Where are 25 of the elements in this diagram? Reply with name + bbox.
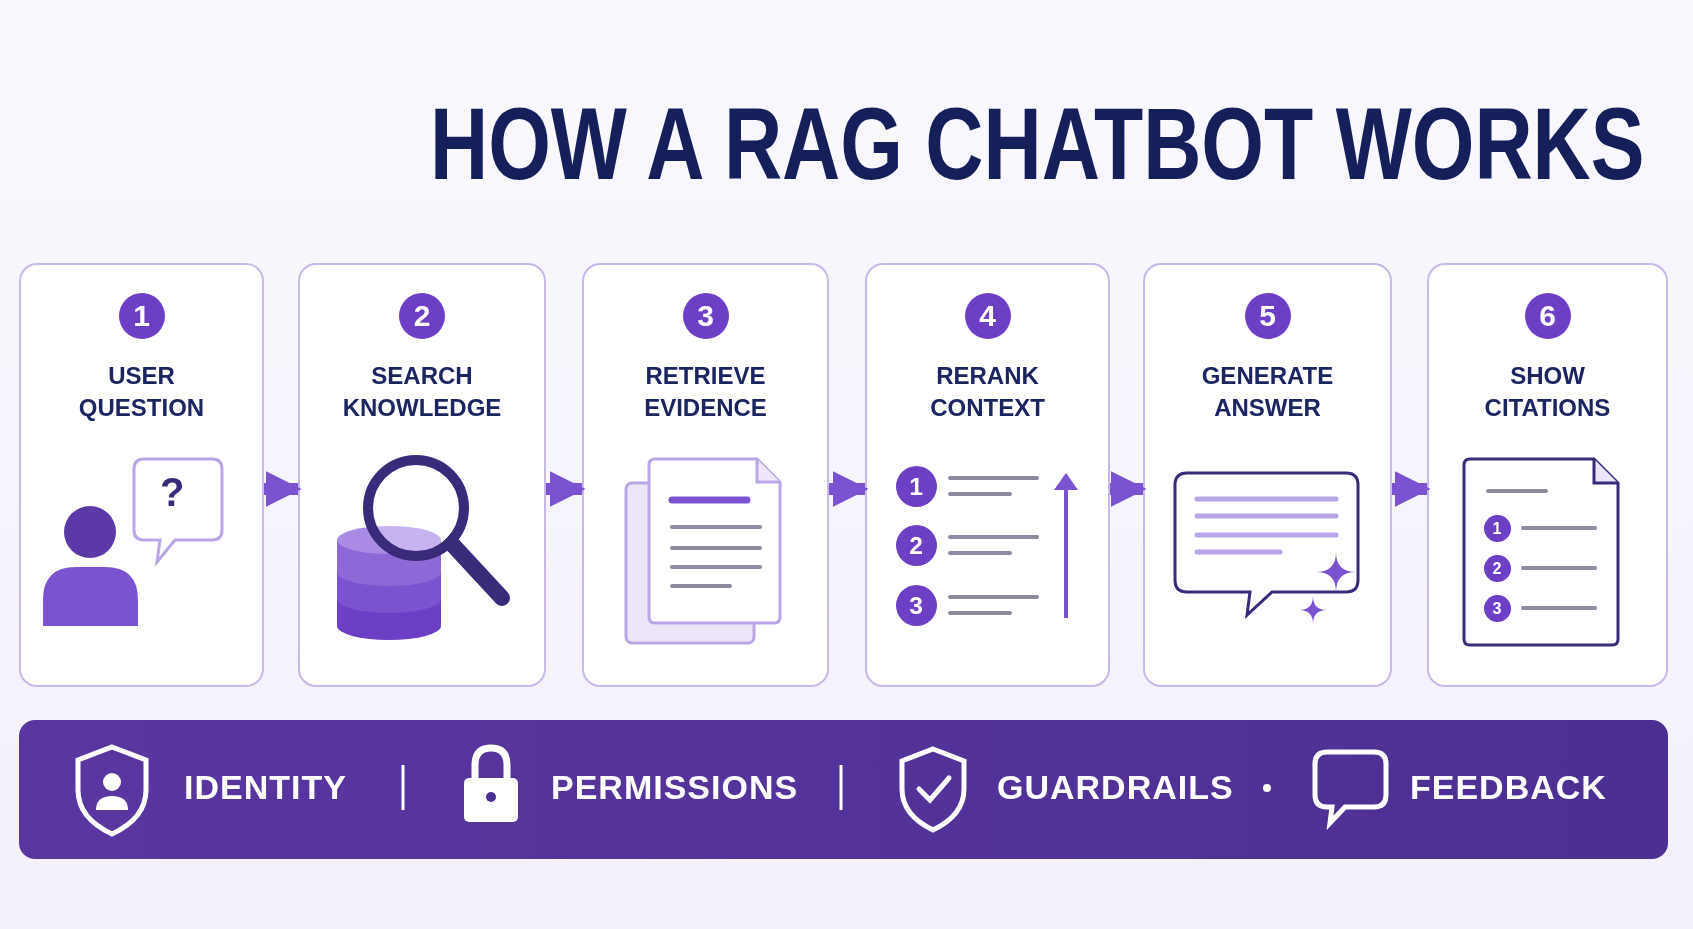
step-number: 1	[118, 293, 165, 339]
feature-label: FEEDBACK	[1410, 768, 1607, 807]
question-mark: ?	[160, 470, 185, 515]
step-title: RETRIEVE EVIDENCE	[643, 361, 768, 423]
arrow	[1110, 471, 1147, 507]
step-number: 6	[1524, 293, 1571, 339]
arrow	[829, 471, 869, 507]
arrow	[264, 471, 302, 507]
arrow	[1392, 471, 1431, 507]
feature-label: IDENTITY	[184, 768, 347, 807]
feature-label: PERMISSIONS	[551, 768, 799, 807]
step-title: SHOW CITATIONS	[1483, 361, 1612, 423]
step-title: RERANK CONTEXT	[929, 361, 1046, 423]
step-title: USER QUESTION	[77, 361, 206, 423]
feature-bar	[19, 720, 1668, 859]
step-title: GENERATE ANSWER	[1200, 361, 1335, 423]
step-number: 2	[399, 293, 445, 339]
step-number: 3	[682, 293, 729, 339]
step-card	[865, 263, 1110, 687]
arrow	[546, 471, 586, 507]
step-number: 5	[1244, 293, 1291, 339]
step-number: 4	[964, 293, 1011, 339]
step-title: SEARCH KNOWLEDGE	[341, 361, 503, 423]
title: HOW A RAG CHATBOT WORKS	[430, 88, 1645, 201]
feature-label: GUARDRAILS	[997, 768, 1234, 807]
